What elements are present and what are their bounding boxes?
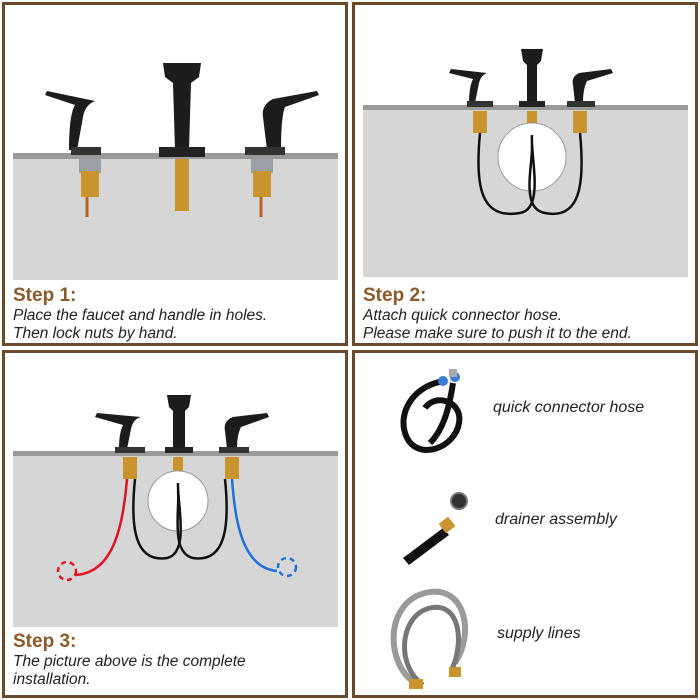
- left-handle: [449, 69, 493, 133]
- step-2-line-2: Please make sure to push it to the end.: [363, 325, 632, 342]
- countertop-edge: [363, 105, 688, 110]
- right-handle: [245, 91, 319, 217]
- faucet-spout: [159, 63, 205, 211]
- faucet-spout: [165, 395, 193, 483]
- step-1-line-1: Place the faucet and handle in holes.: [13, 307, 268, 324]
- step-3-illustration: [13, 395, 338, 627]
- step-3-title: Step 3:: [13, 631, 77, 652]
- right-handle: [219, 413, 269, 479]
- hot-supply-line: [74, 478, 129, 577]
- step-3-panel: Step 3: The picture above is the complet…: [2, 350, 348, 698]
- cold-water-valve: [276, 556, 298, 578]
- step-2-illustration: [363, 49, 688, 277]
- supply-lines-image: [390, 588, 468, 689]
- right-handle: [567, 69, 613, 133]
- parts-illustration: [390, 369, 468, 689]
- step-3-line-2: installation.: [13, 671, 91, 688]
- cold-supply-line: [230, 478, 278, 573]
- step-3-line-1: The picture above is the complete: [13, 653, 246, 670]
- left-handle: [45, 91, 101, 217]
- quick-connector-hose-label: quick connector hose: [493, 399, 645, 416]
- step-2-panel: Step 2: Attach quick connector hose. Ple…: [352, 2, 698, 346]
- quick-connector-hose-right: [528, 132, 583, 216]
- quick-connector-hose-image: [400, 369, 463, 453]
- step-3-instructions: The picture above is the complete instal…: [13, 653, 246, 689]
- drainer-assembly-image: [403, 492, 468, 565]
- hot-water-valve: [56, 560, 78, 582]
- parts-panel: quick connector hose drainer assembly su…: [352, 350, 698, 698]
- quick-connector-hose-right: [176, 478, 228, 560]
- step-1-line-2: Then lock nuts by hand.: [13, 325, 178, 342]
- step-1-illustration: [13, 63, 338, 280]
- step-1-panel: Step 1: Place the faucet and handle in h…: [2, 2, 348, 346]
- left-handle: [95, 413, 145, 479]
- step-2-line-1: Attach quick connector hose.: [363, 307, 563, 324]
- drainer-assembly-label: drainer assembly: [495, 511, 617, 528]
- quick-connector-hose: [132, 478, 182, 560]
- supply-lines-label: supply lines: [497, 625, 581, 642]
- quick-connector-hose: [477, 132, 536, 216]
- step-1-title: Step 1:: [13, 285, 77, 306]
- countertop-edge: [13, 451, 338, 456]
- step-1-instructions: Place the faucet and handle in holes. Th…: [13, 307, 267, 343]
- step-2-title: Step 2:: [363, 285, 427, 306]
- step-2-instructions: Attach quick connector hose. Please make…: [363, 307, 632, 343]
